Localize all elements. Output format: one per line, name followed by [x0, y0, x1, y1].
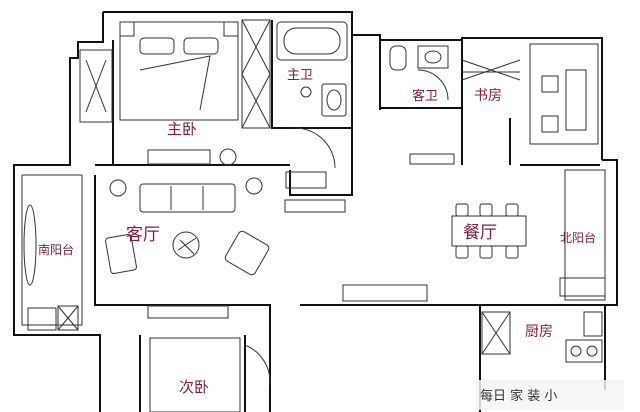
second-bed [149, 337, 241, 412]
sofa [139, 183, 236, 213]
master-bed [119, 21, 239, 166]
coffee-table-decor [177, 237, 197, 255]
wall-living [94, 175, 271, 412]
coffee-table [172, 231, 200, 259]
study-furniture [461, 43, 599, 145]
master-closet-cross [85, 59, 107, 113]
wardrobe-cross [241, 19, 271, 129]
utility-cabinet [57, 305, 79, 331]
armchair-right [224, 230, 270, 276]
master-wardrobe [241, 19, 271, 129]
fridge [481, 311, 511, 355]
watermark-bg [476, 380, 624, 410]
living-tv-cabinet [147, 305, 229, 319]
utility-cabinet-cross-2 [57, 305, 79, 331]
wall-second-bedroom [139, 335, 246, 412]
hall-cabinet [284, 199, 346, 213]
label-master-bedroom: 主卧 [167, 120, 197, 138]
label-dining-room: 餐厅 [463, 223, 497, 243]
label-north-balcony: 北阳台 [560, 230, 596, 245]
living-furniture [105, 171, 346, 319]
south-balcony-rail [21, 174, 83, 326]
master-door-arc [294, 127, 336, 169]
label-study: 书房 [474, 88, 502, 104]
label-south-balcony: 南阳台 [38, 242, 74, 257]
dining-sideboard [342, 284, 428, 302]
label-second-bedroom: 次卧 [179, 378, 209, 396]
shoe-cabinet [409, 153, 455, 165]
entry-cabinet [285, 171, 327, 189]
stove [565, 339, 603, 363]
dining-furniture [342, 153, 527, 302]
master-closet-plant [79, 49, 113, 123]
label-guest-bath: 客卫 [412, 88, 438, 104]
wall-master-bath [271, 20, 352, 129]
outer-wall-right [602, 159, 618, 390]
north-balcony-cabinet [559, 277, 606, 297]
master-bath-fixtures [276, 21, 348, 117]
master-plant [219, 148, 237, 166]
wall-master-bath-right [289, 35, 353, 196]
label-master-bath: 主卫 [287, 68, 313, 83]
label-living-room: 客厅 [126, 225, 160, 245]
wall-master-left [95, 40, 114, 166]
wall-dining-bottom [300, 304, 481, 412]
living-side-table-left [109, 179, 127, 197]
wall-study [461, 108, 600, 166]
armchair-left [105, 233, 137, 275]
second-bedroom-fixtures [149, 337, 271, 412]
south-balcony-plants [23, 204, 37, 286]
washing-machine [27, 307, 57, 331]
north-balcony-rail [564, 169, 606, 301]
master-tv-cabinet [147, 149, 211, 165]
watermark-text: 每日 家 装 小 [480, 388, 557, 404]
kitchen-cabinet [583, 311, 603, 337]
living-side-table-right [245, 177, 263, 195]
guest-bath-fixtures [389, 45, 449, 101]
outer-wall-left [13, 12, 104, 412]
label-kitchen: 厨房 [525, 324, 553, 340]
kitchen-fixtures [481, 311, 603, 363]
